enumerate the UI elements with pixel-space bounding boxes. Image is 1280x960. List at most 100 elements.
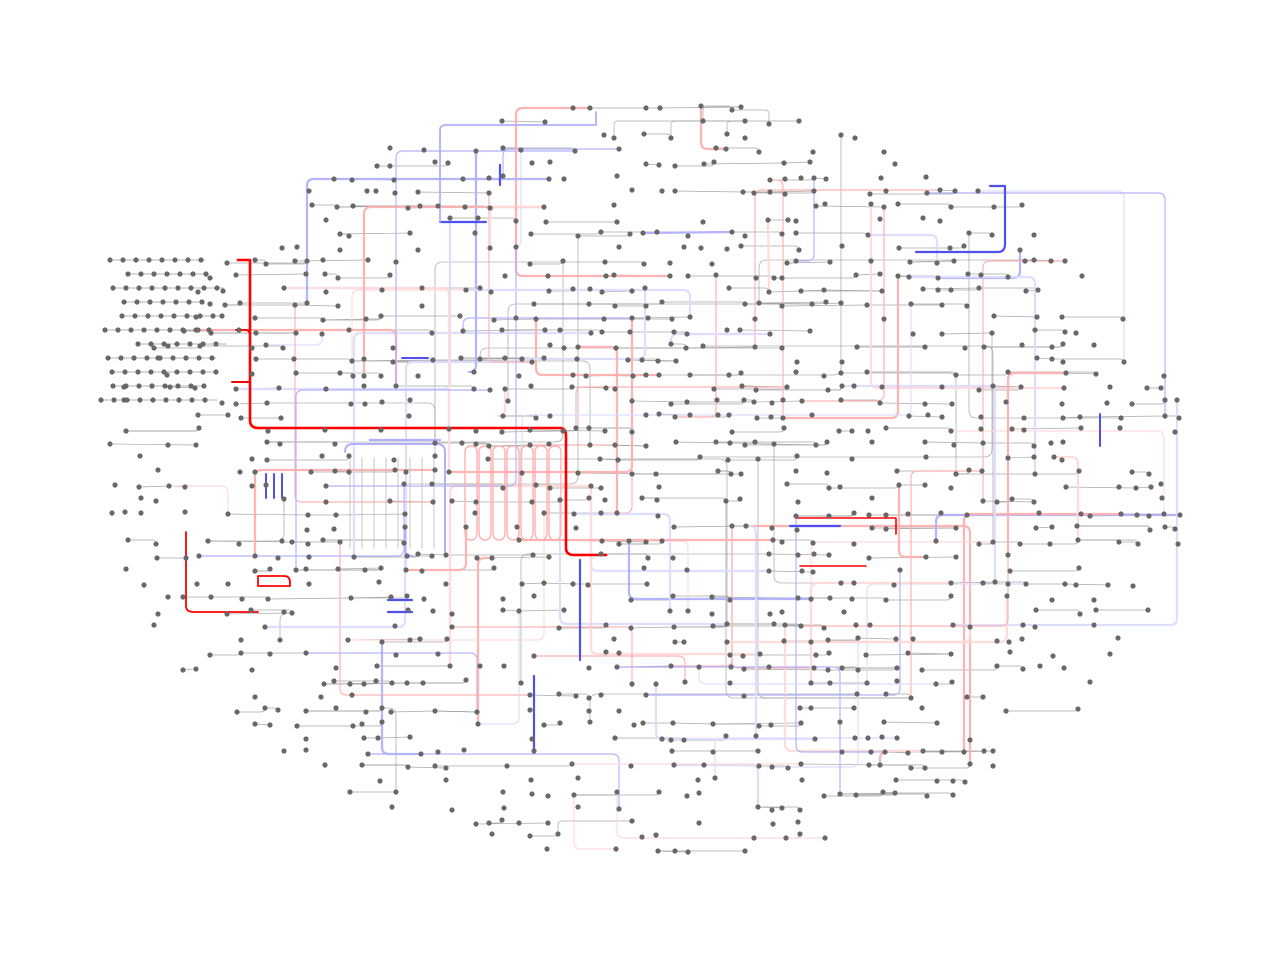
graph-node [547, 413, 553, 419]
graph-node [187, 369, 193, 375]
graph-node [811, 551, 817, 557]
graph-node [107, 257, 113, 263]
graph-node [393, 789, 399, 795]
graph-node [1004, 593, 1010, 599]
graph-node [1033, 525, 1039, 531]
edge [168, 485, 229, 515]
graph-node [501, 663, 507, 669]
blue-lower-center [386, 524, 842, 754]
edge [613, 120, 704, 139]
graph-node [808, 705, 814, 711]
graph-node [587, 286, 593, 292]
graph-node [1116, 484, 1122, 490]
graph-node [598, 692, 604, 698]
graph-node [337, 231, 343, 237]
graph-node [1063, 370, 1069, 376]
graph-node [1059, 314, 1065, 320]
graph-node [571, 792, 577, 798]
graph-node [813, 442, 819, 448]
graph-node [561, 607, 567, 613]
graph-node [1049, 524, 1055, 530]
graph-node [487, 245, 493, 251]
graph-node [881, 204, 887, 210]
edge [1065, 372, 1097, 375]
graph-node [477, 285, 483, 291]
graph-node [784, 384, 790, 390]
graph-node [141, 327, 147, 333]
edge [725, 625, 972, 644]
graph-node [388, 594, 394, 600]
edge [575, 386, 788, 429]
graph-node [337, 539, 343, 545]
graph-node [144, 355, 150, 361]
graph-node [980, 580, 986, 586]
graph-node [785, 765, 791, 771]
graph-node [1007, 649, 1013, 655]
graph-node [196, 355, 202, 361]
graph-node [219, 313, 225, 319]
graph-node [1091, 342, 1097, 348]
graph-node [403, 567, 409, 573]
graph-node [407, 397, 413, 403]
graph-node [807, 159, 813, 165]
graph-node [303, 708, 309, 714]
edge [815, 205, 885, 208]
graph-node [516, 820, 522, 826]
graph-node [854, 691, 860, 697]
graph-node [277, 441, 283, 447]
edge [674, 190, 744, 193]
graph-node [252, 568, 258, 574]
edge [703, 162, 785, 165]
graph-node [275, 707, 281, 713]
graph-node [249, 667, 255, 673]
graph-node [361, 383, 367, 389]
graph-node [419, 568, 425, 574]
edge [390, 710, 436, 713]
graph-node [323, 217, 329, 223]
graph-node [837, 484, 843, 490]
graph-node [1019, 342, 1025, 348]
graph-node [196, 425, 202, 431]
edge [951, 398, 1179, 627]
graph-node [1032, 327, 1038, 333]
edge [265, 333, 323, 346]
graph-node [473, 821, 479, 827]
edge [768, 570, 814, 573]
edge [462, 317, 633, 332]
graph-node [964, 303, 970, 309]
graph-node [374, 163, 380, 169]
graph-node [182, 509, 188, 515]
graph-node [447, 663, 453, 669]
edge [669, 332, 772, 346]
graph-node [1051, 454, 1057, 460]
graph-node [136, 285, 142, 291]
graph-node [264, 457, 270, 463]
graph-node [546, 176, 552, 182]
graph-node [681, 639, 687, 645]
graph-node [821, 373, 827, 379]
graph-node [1023, 288, 1029, 294]
graph-node [417, 636, 423, 642]
edge [616, 666, 841, 795]
graph-node [529, 160, 535, 166]
graph-node [795, 819, 801, 825]
graph-node [253, 330, 259, 336]
graph-node [614, 510, 620, 516]
graph-node [418, 751, 424, 757]
graph-node [769, 764, 775, 770]
graph-node [1009, 426, 1015, 432]
graph-node [1158, 481, 1164, 487]
edge [672, 763, 760, 809]
graph-node [849, 596, 855, 602]
graph-node [110, 285, 116, 291]
graph-node [687, 372, 693, 378]
graph-node [603, 622, 609, 628]
graph-node [237, 469, 243, 475]
graph-node [881, 316, 887, 322]
graph-node [989, 232, 995, 238]
graph-node [252, 694, 258, 700]
graph-node [1147, 527, 1153, 533]
graph-node [1176, 415, 1182, 421]
graph-node [656, 484, 662, 490]
